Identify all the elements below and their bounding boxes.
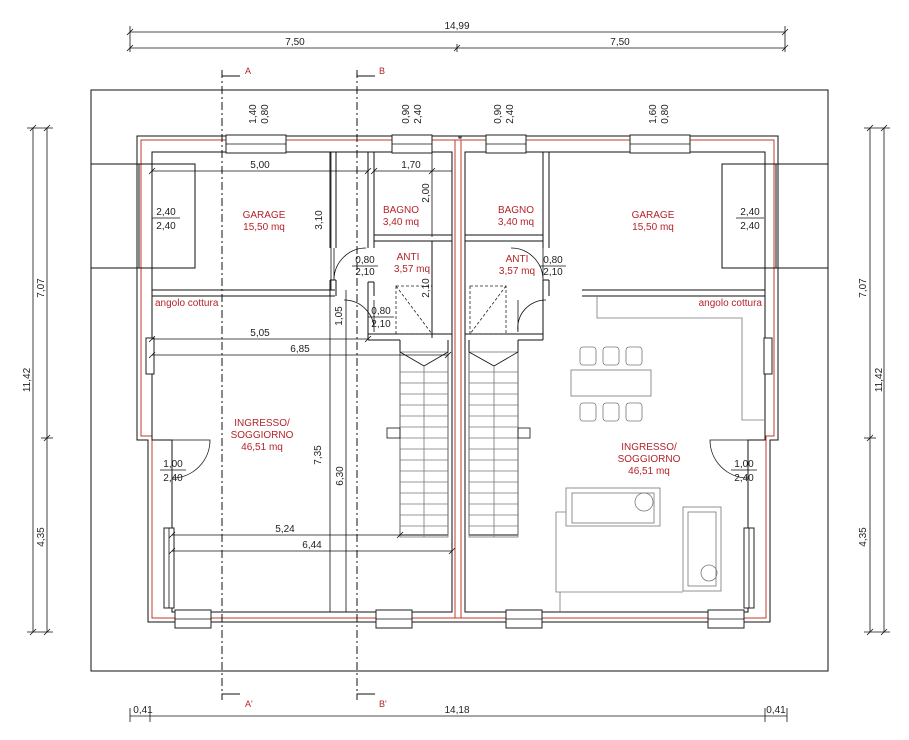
room-anti-right-area: 3,57 mq <box>499 266 535 277</box>
section-label-a: A <box>245 66 251 76</box>
dim-left-total: 11,42 <box>22 367 33 392</box>
garage-door-left-bottom: 2,40 <box>156 221 176 232</box>
door-anti-left-top: 0,80 <box>355 255 375 266</box>
hidden-lines <box>395 285 507 335</box>
dim-living-width: 5,24 <box>275 524 295 535</box>
room-bath-left: BAGNO <box>383 205 419 216</box>
garage-door-right-bottom: 2,40 <box>740 221 760 232</box>
stair-rail-right <box>517 427 531 439</box>
door-swings <box>171 247 749 479</box>
garage-door-left-top: 2,40 <box>156 207 176 218</box>
dim-edge-right: 0,41 <box>766 705 786 716</box>
dim-overall-bottom: 14,18 <box>444 705 469 716</box>
dim-right-lower: 4,35 <box>858 527 869 547</box>
door-bath-left-bottom: 2,10 <box>371 319 391 330</box>
entry-door-left-bottom: 2,40 <box>163 473 183 484</box>
dim-living-depth: 7,35 <box>313 445 324 465</box>
stairs-right <box>468 351 519 538</box>
win-dim-l1: 1,40 <box>248 104 259 124</box>
right-dimensions: 7,07 4,35 11,42 <box>858 124 890 636</box>
win-dim-r2: 0,80 <box>660 104 671 124</box>
bottom-dimensions: 0,41 14,18 0,41 <box>129 705 788 722</box>
win-dim-b2: 2,40 <box>413 104 424 124</box>
room-kitchen-right: angolo cottura <box>699 298 763 309</box>
win-dim-b3: 0,90 <box>493 104 504 124</box>
room-bath-right-area: 3,40 mq <box>498 217 534 228</box>
room-anti-right: ANTI <box>506 254 529 265</box>
room-living-right-area: 46,51 mq <box>628 466 670 477</box>
room-bath-right: BAGNO <box>498 205 534 216</box>
win-dim-r1: 1,60 <box>648 104 659 124</box>
dining-table <box>570 346 652 422</box>
entry-door-right-bottom: 2,40 <box>734 473 754 484</box>
building-walls <box>136 135 779 623</box>
room-bath-left-area: 3,40 mq <box>383 217 419 228</box>
top-dimensions: 14,99 7,50 7,50 <box>126 21 789 52</box>
section-lines: A B A' B' <box>221 66 387 709</box>
garage-door-right-top: 2,40 <box>740 207 760 218</box>
dim-anti-depth: 2,10 <box>421 278 432 298</box>
kitchen-counter-right <box>596 296 765 421</box>
room-garage-right-area: 15,50 mq <box>632 222 674 233</box>
stairs-left <box>399 351 449 538</box>
dim-left-upper: 7,07 <box>36 278 47 298</box>
windows <box>145 134 773 629</box>
dim-half-left: 7,50 <box>285 37 305 48</box>
dim-living-depth-2: 6,30 <box>335 466 346 486</box>
room-anti-left-area: 3,57 mq <box>394 264 430 275</box>
dim-half-right: 7,50 <box>610 37 630 48</box>
left-dimensions: 11,42 7,07 4,35 <box>22 124 53 636</box>
garage-doors <box>90 163 829 269</box>
drawing-frame <box>90 89 829 672</box>
dim-kitchen-depth: 1,05 <box>334 306 345 326</box>
dim-overall-top: 14,99 <box>444 21 469 32</box>
win-dim-b4: 2,40 <box>505 104 516 124</box>
win-dim-l2: 0,80 <box>260 104 271 124</box>
dim-edge-left: 0,41 <box>133 705 153 716</box>
room-living-right-2: SOGGIORNO <box>618 454 681 465</box>
room-labels: GARAGE 15,50 mq BAGNO 3,40 mq ANTI 3,57 … <box>155 205 762 477</box>
room-living-left-1: INGRESSO/ <box>234 418 290 429</box>
room-living-left-2: SOGGIORNO <box>231 430 294 441</box>
door-anti-right-bottom: 2,10 <box>543 267 563 278</box>
window-dimensions: 1,40 0,80 0,90 2,40 0,90 2,40 1,60 0,80 <box>248 104 671 124</box>
entry-door-left-top: 1,00 <box>163 459 183 470</box>
room-living-right-1: INGRESSO/ <box>621 442 677 453</box>
dim-bath-height: 2,00 <box>421 183 432 203</box>
win-dim-b1: 0,90 <box>401 104 412 124</box>
dim-garage-width: 5,00 <box>250 160 270 171</box>
sofa <box>555 487 722 612</box>
dim-right-upper: 7,07 <box>858 278 869 298</box>
room-garage-left: GARAGE <box>243 210 286 221</box>
room-garage-left-area: 15,50 mq <box>243 222 285 233</box>
section-label-b-prime: B' <box>379 699 387 709</box>
room-anti-left: ANTI <box>397 252 420 263</box>
dim-left-lower: 4,35 <box>36 527 47 547</box>
door-labels: 2,40 2,40 2,40 2,40 0,80 2,10 0,80 2,10 … <box>152 207 764 484</box>
dim-living-total: 6,44 <box>302 540 322 551</box>
dim-kitchen-width: 5,05 <box>250 328 270 339</box>
entry-door-right-top: 1,00 <box>734 459 754 470</box>
interior-dimensions: 5,00 1,70 2,00 3,10 2,10 1,05 5,05 6,85 … <box>148 152 456 612</box>
section-label-a-prime: A' <box>245 699 253 709</box>
dim-kitchen-total: 6,85 <box>290 344 310 355</box>
dim-right-total: 11,42 <box>874 367 885 392</box>
room-living-left-area: 46,51 mq <box>241 442 283 453</box>
room-kitchen-left: angolo cottura <box>155 298 219 309</box>
dim-garage-depth: 3,10 <box>314 210 325 230</box>
stair-rail-left <box>386 427 401 439</box>
door-anti-right-top: 0,80 <box>543 255 563 266</box>
room-garage-right: GARAGE <box>632 210 675 221</box>
section-label-b: B <box>379 66 385 76</box>
door-anti-left-bottom: 2,10 <box>355 267 375 278</box>
dim-bath-width: 1,70 <box>401 160 421 171</box>
door-bath-left-top: 0,80 <box>371 306 391 317</box>
